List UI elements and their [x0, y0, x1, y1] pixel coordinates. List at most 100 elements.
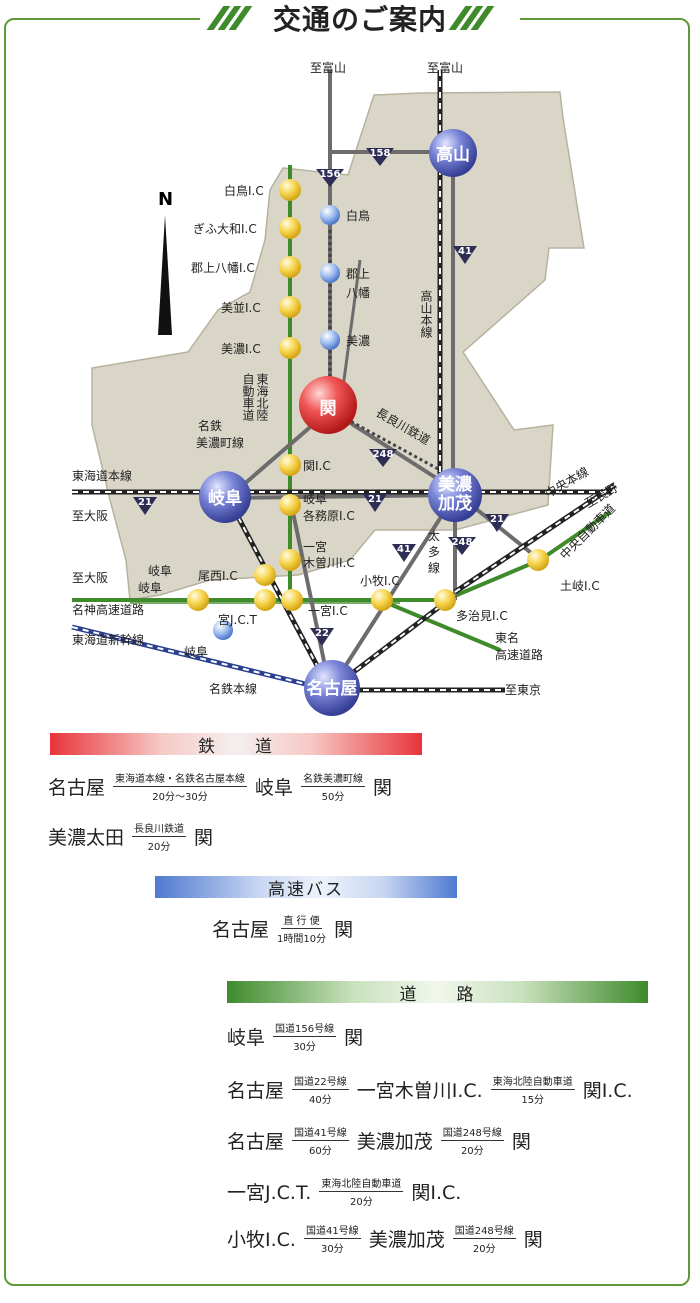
road-route-3: 名古屋 国道41号線 60分 美濃加茂 国道248号線 20分 関 — [227, 1124, 531, 1157]
route-line: 東海北陸自動車道 — [490, 1073, 575, 1090]
route-badge: 21 — [133, 497, 157, 515]
ic-marker — [279, 217, 301, 239]
city-markers: 関 高山 岐阜 美濃 加茂 名古屋 — [199, 129, 482, 716]
route-time: 50分 — [321, 792, 345, 803]
route-line: 長良川鉄道 — [132, 820, 187, 837]
route-via: 美濃加茂 — [368, 1229, 445, 1251]
route-time: 20分 — [472, 1244, 496, 1255]
label-st-gujo-1: 郡上 — [346, 267, 370, 281]
railways — [71, 70, 617, 693]
route-leg: 直 行 便 1時間10分 — [277, 912, 326, 945]
route-time: 60分 — [309, 1146, 332, 1157]
ic-marker — [371, 589, 393, 611]
ic-marker — [187, 589, 209, 611]
label-to-osaka-2: 至大阪 — [72, 571, 108, 585]
label-meitetsu-mino-1: 名鉄 — [198, 418, 222, 433]
takayama-marker — [429, 129, 477, 177]
rail-route-2: 美濃太田 長良川鉄道 20分 関 — [48, 820, 213, 853]
station-markers — [213, 205, 340, 640]
bus-route-1: 名古屋 直 行 便 1時間10分 関 — [212, 912, 353, 945]
route-time: 1時間10分 — [277, 934, 327, 945]
route-destination: 関I.C. — [582, 1080, 633, 1102]
title-banner: 交通のご案内 — [200, 0, 520, 36]
ic-marker — [279, 179, 301, 201]
label-tokai-hokuriku-2: 自動車道 — [241, 373, 255, 421]
route-leg: 国道248号線 20分 — [452, 1222, 516, 1255]
route-time: 20分 — [349, 1197, 373, 1208]
svg-text:248: 248 — [373, 449, 394, 460]
route-line: 国道41号線 — [303, 1222, 361, 1239]
route-via: 美濃加茂 — [356, 1131, 433, 1153]
ic-marker — [279, 296, 301, 318]
route-origin: 小牧I.C. — [227, 1229, 296, 1251]
label-taita-3: 線 — [428, 560, 440, 575]
route-line: 国道22号線 — [292, 1073, 349, 1090]
route-origin: 岐阜 — [227, 1027, 266, 1049]
label-ic-owari: 尾西I.C — [198, 569, 238, 583]
route-origin: 名古屋 — [48, 777, 106, 799]
route-badges: 156 158 41 248 21 21 41 248 21 22 — [133, 148, 509, 646]
route-destination: 関 — [344, 1027, 364, 1049]
city-label-nagoya: 名古屋 — [307, 678, 358, 699]
road-route-1: 岐阜 国道156号線 30分 関 — [227, 1020, 363, 1053]
ic-marker — [434, 589, 456, 611]
label-taita-2: 多 — [428, 545, 440, 559]
title-stripes-left — [206, 6, 263, 30]
label-shinkansen: 東海道新幹線 — [72, 632, 144, 647]
route-leg: 東海北陸自動車道 15分 — [490, 1073, 575, 1106]
section-rail-header: 鉄 道 — [50, 733, 422, 757]
label-to-toyama-1: 至富山 — [310, 60, 346, 75]
label-to-tokyo: 至東京 — [505, 683, 541, 697]
label-ic-kakamigahara-2: 各務原I.C — [303, 508, 355, 523]
label-tokaido-line: 東海道本線 — [72, 468, 132, 483]
label-takayama-line: 高山本線 — [419, 289, 433, 338]
city-label-takayama: 高山 — [436, 144, 470, 165]
label-ic-tajimi: 多治見I.C — [456, 609, 508, 623]
label-gifu-1: 岐阜 — [148, 564, 172, 578]
ic-marker — [279, 256, 301, 278]
road-route-2: 名古屋 国道22号線 40分 一宮木曽川I.C. 東海北陸自動車道 15分 関I… — [227, 1073, 633, 1106]
ic-marker — [281, 589, 303, 611]
label-chuo-exp: 中央自動車道 — [557, 501, 619, 563]
route-time: 20分 — [147, 842, 171, 853]
label-ic-minami: 美並I.C — [221, 301, 261, 315]
route-origin: 一宮J.C.T. — [227, 1182, 312, 1204]
section-bus-title: 高速バス — [268, 879, 344, 900]
route-leg: 国道22号線 40分 — [292, 1073, 349, 1106]
route-line: 東海道本線・名鉄名古屋本線 — [113, 770, 248, 787]
route-destination: 関 — [523, 1229, 543, 1251]
svg-text:41: 41 — [397, 544, 411, 555]
city-label-seki: 関 — [320, 399, 337, 419]
ic-marker — [279, 337, 301, 359]
seki-marker — [299, 376, 357, 434]
route-destination: 関 — [194, 827, 214, 849]
route-badge: 248 — [369, 449, 397, 467]
route-origin: 名古屋 — [212, 919, 270, 941]
svg-text:41: 41 — [458, 246, 472, 257]
label-ic-shirotori: 白鳥I.C — [224, 183, 264, 198]
north-label: N — [158, 189, 173, 210]
route-time: 20分～30分 — [152, 792, 208, 803]
label-taita-1: 太 — [428, 528, 440, 543]
rail-route-1: 名古屋 東海道本線・名鉄名古屋本線 20分～30分 岐阜 名鉄美濃町線 50分 … — [48, 770, 392, 803]
ic-marker — [279, 454, 301, 476]
label-st-mino: 美濃 — [346, 334, 370, 348]
section-bus-header: 高速バス — [155, 876, 457, 900]
route-badge: 41 — [453, 246, 477, 264]
label-meitetsu-honsen: 名鉄本線 — [209, 681, 257, 696]
label-ic-kakamigahara-1: 岐阜 — [303, 492, 327, 506]
station-marker — [320, 330, 340, 350]
label-tomei-2: 高速道路 — [495, 647, 543, 662]
label-meishin: 名神高速道路 — [72, 602, 144, 617]
label-st-gujo-2: 八幡 — [346, 285, 370, 300]
label-ic-komaki: 小牧I.C — [360, 574, 400, 588]
route-line: 国道248号線 — [440, 1124, 504, 1141]
route-line: 国道248号線 — [452, 1222, 516, 1239]
label-ic-ichinomiya-2: 木曽川I.C — [303, 555, 355, 570]
route-time: 40分 — [309, 1095, 332, 1106]
route-leg: 国道41号線 60分 — [292, 1124, 349, 1157]
label-ic-ichinomiya-1: 一宮 — [303, 539, 327, 554]
city-label-minokamo-2: 加茂 — [437, 493, 472, 514]
route-via: 一宮木曽川I.C. — [356, 1080, 483, 1102]
ic-marker — [527, 549, 549, 571]
